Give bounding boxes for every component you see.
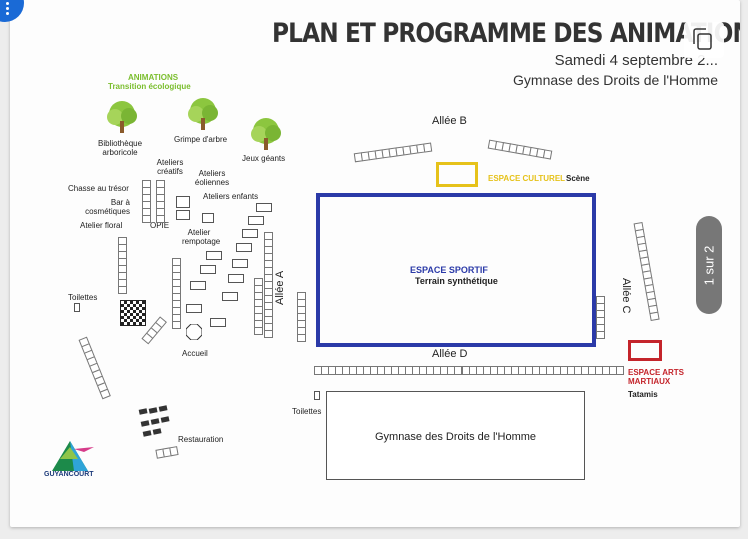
sports-field bbox=[316, 193, 596, 347]
label-espace-sportif: ESPACE SPORTIF bbox=[410, 265, 488, 275]
event-date: Samedi 4 septembre 2... bbox=[554, 52, 718, 69]
stand-block bbox=[186, 304, 202, 313]
page-indicator[interactable]: 1 sur 2 bbox=[696, 216, 722, 314]
stand-block bbox=[210, 318, 226, 327]
label-toilettes: Toilettes bbox=[68, 293, 98, 302]
label-bar: Bar à cosmétiques bbox=[85, 198, 130, 216]
stand-block bbox=[248, 216, 264, 225]
label-espace-arts: ESPACE ARTS MARTIAUX bbox=[628, 368, 685, 386]
tree-icon bbox=[107, 101, 137, 133]
copy-button[interactable] bbox=[684, 22, 724, 58]
stand-column bbox=[156, 180, 165, 223]
label-restauration: Restauration bbox=[178, 435, 224, 444]
viewer-menu-button[interactable] bbox=[0, 0, 24, 22]
stand-block bbox=[232, 259, 248, 268]
tatami-rectangle bbox=[628, 340, 662, 361]
stand-block bbox=[242, 229, 258, 238]
animations-header: ANIMATIONS bbox=[128, 73, 179, 82]
stand-block bbox=[202, 213, 214, 223]
label-scene: Scène bbox=[566, 174, 590, 183]
label-ateliers-eoliennes: Ateliers éoliennes bbox=[194, 169, 230, 187]
stand-row bbox=[487, 139, 553, 160]
logo-text: GUYANCOURT bbox=[44, 471, 94, 478]
restaurant-stands-icon bbox=[138, 405, 170, 437]
label-tatamis: Tatamis bbox=[628, 390, 658, 399]
stand-column bbox=[118, 237, 127, 294]
accueil-octagon-icon bbox=[186, 324, 202, 340]
copy-icon bbox=[693, 28, 712, 50]
label-accueil: Accueil bbox=[182, 349, 208, 358]
stand-block bbox=[190, 281, 206, 290]
label-grimpe: Grimpe d'arbre bbox=[174, 135, 228, 144]
stand-block bbox=[206, 251, 222, 260]
label-jeux: Jeux géants bbox=[242, 154, 286, 163]
label-allee-c: Allée C bbox=[620, 278, 632, 314]
stand-block bbox=[256, 203, 272, 212]
stand-column bbox=[596, 296, 605, 339]
stand-row bbox=[462, 366, 624, 375]
label-atelier-floral: Atelier floral bbox=[80, 221, 123, 230]
document-page: PLAN ET PROGRAMME DES ANIMATIONS Samedi … bbox=[10, 0, 740, 527]
label-atelier-rempotage: Atelier rempotage bbox=[182, 228, 221, 246]
stand-column bbox=[633, 221, 660, 322]
label-espace-culturel: ESPACE CULTUREL bbox=[488, 174, 566, 183]
stand-row bbox=[353, 142, 433, 163]
kebab-dot bbox=[6, 7, 9, 10]
stand-row bbox=[314, 366, 483, 375]
stage-rectangle bbox=[436, 162, 478, 187]
gymnasium-building bbox=[326, 391, 585, 480]
label-toilettes-gym: Toilettes bbox=[292, 407, 322, 416]
label-opie: OPIE bbox=[150, 221, 170, 230]
stand-column bbox=[78, 336, 111, 400]
label-ateliers-creatifs: Ateliers créatifs bbox=[156, 158, 184, 176]
stand-column bbox=[264, 232, 273, 338]
chess-board-icon bbox=[120, 300, 146, 326]
stand-column bbox=[142, 180, 151, 223]
stand-column bbox=[254, 278, 263, 335]
page-indicator-text: 1 sur 2 bbox=[701, 245, 717, 285]
toilet-block bbox=[74, 303, 80, 312]
label-terrain: Terrain synthétique bbox=[415, 276, 498, 286]
page-title: PLAN ET PROGRAMME DES ANIMATIONS bbox=[272, 18, 740, 49]
kebab-dot bbox=[6, 12, 9, 15]
stand-block bbox=[176, 196, 190, 208]
label-allee-a: Allée A bbox=[274, 270, 286, 305]
event-location: Gymnase des Droits de l'Homme bbox=[513, 72, 718, 88]
stand-block bbox=[200, 265, 216, 274]
stand-block bbox=[176, 210, 190, 220]
label-gymnase: Gymnase des Droits de l'Homme bbox=[374, 431, 537, 443]
stand-block bbox=[228, 274, 244, 283]
stand-block bbox=[236, 243, 252, 252]
stand-column bbox=[297, 292, 306, 342]
guyancourt-logo-icon bbox=[52, 441, 94, 471]
label-ateliers-enfants: Ateliers enfants bbox=[203, 192, 259, 201]
label-allee-d: Allée D bbox=[432, 348, 468, 360]
label-allee-b: Allée B bbox=[432, 115, 467, 127]
stand-block bbox=[222, 292, 238, 301]
stand-column bbox=[172, 258, 181, 329]
stand-row bbox=[155, 446, 179, 459]
tree-icon bbox=[251, 118, 281, 150]
kebab-vertical-icon bbox=[6, 2, 9, 5]
label-bibliotheque: Bibliothèque arboricole bbox=[98, 139, 143, 157]
animations-subheader: Transition écologique bbox=[108, 82, 191, 91]
tree-icon bbox=[188, 98, 218, 130]
label-chasse: Chasse au trésor bbox=[68, 184, 129, 193]
toilet-block bbox=[314, 391, 320, 400]
